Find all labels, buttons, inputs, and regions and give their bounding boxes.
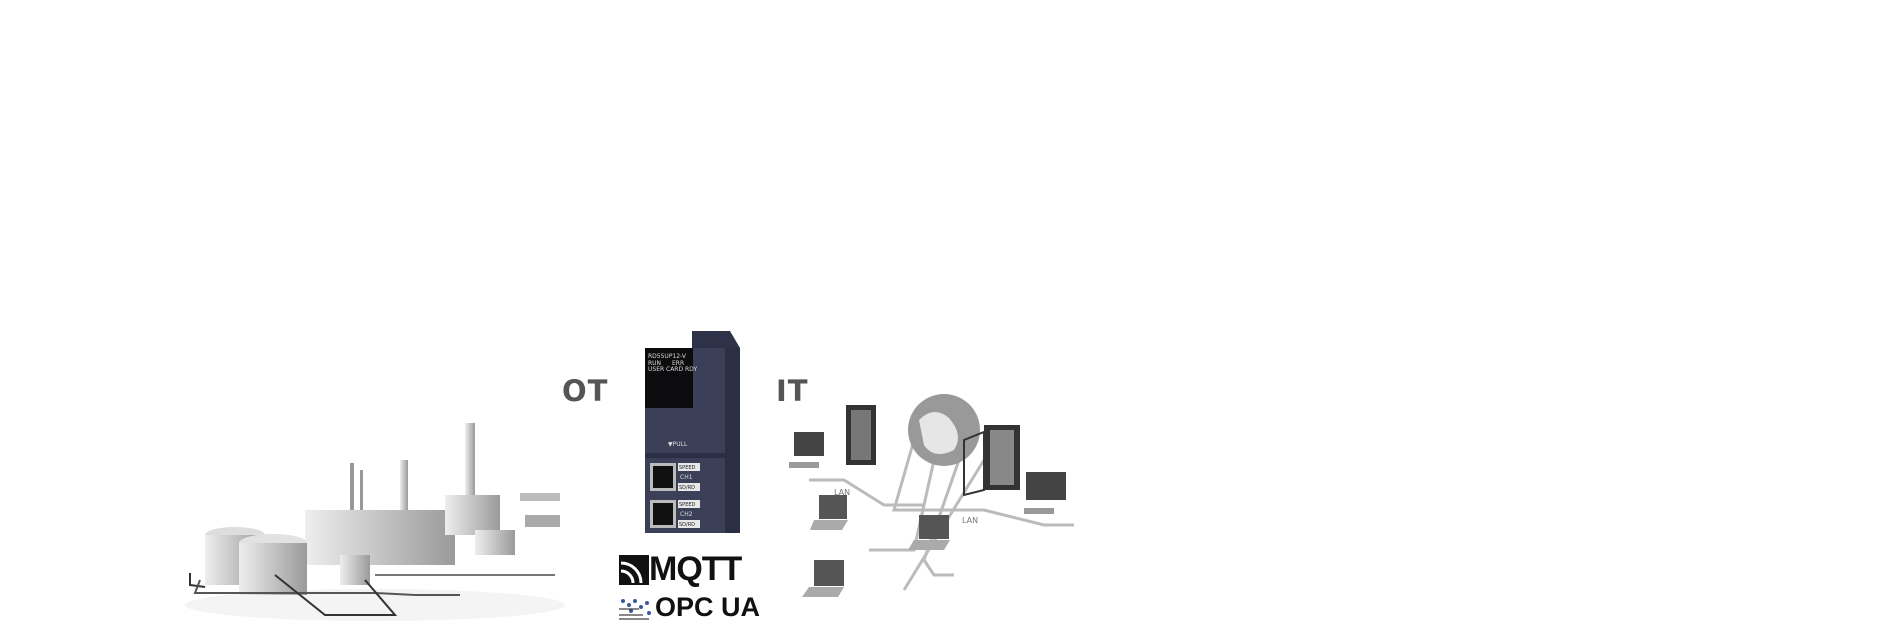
sdrd-led-label: SD/RD [679,522,695,528]
speed-led-ch1 [678,463,700,471]
lan-label: LAN [834,488,850,497]
laptop-icon [908,515,950,550]
ch2-label: CH2 [680,511,693,518]
speed-led-ch2 [678,500,700,508]
laptop-icon [802,560,844,597]
ch1-label: CH1 [680,474,693,481]
server-icon [963,425,1020,497]
mqtt-logo: MQTT [619,550,742,589]
laptop-icon [810,495,848,530]
mqtt-signal-icon [619,554,649,585]
sdrd-led-ch2 [678,520,700,528]
ot-label: OT [562,374,609,408]
lan-label: LAN [962,516,978,525]
opcua-dots-icon [619,598,651,619]
pull-text: ▼PULL [668,441,688,448]
led-card-rdy: CARD RDY [666,366,697,373]
server-icon [846,405,876,465]
module-model-text: RD55UP12-V [648,353,687,360]
desktop-computer-icon [1024,472,1066,514]
gateway-module: RD55UP12-V RUN ERR USER CARD RDY ▼PULL S… [645,331,740,533]
desktop-computer-icon [789,432,824,468]
opcua-logo: OPC UA [619,592,760,623]
led-user: USER [648,366,664,373]
network-illustration: LAN LAN [789,394,1074,597]
mqtt-text: MQTT [649,550,742,588]
factory-illustration [185,423,565,621]
opcua-text: OPC UA [655,592,761,622]
it-label: IT [776,374,809,408]
sdrd-led-label: SD/RD [679,485,695,491]
led-run: RUN [648,360,661,367]
led-err: ERR [672,360,684,367]
sdrd-led-ch1 [678,483,700,491]
speed-led-label: SPEED [679,465,696,471]
speed-led-label: SPEED [679,502,696,508]
